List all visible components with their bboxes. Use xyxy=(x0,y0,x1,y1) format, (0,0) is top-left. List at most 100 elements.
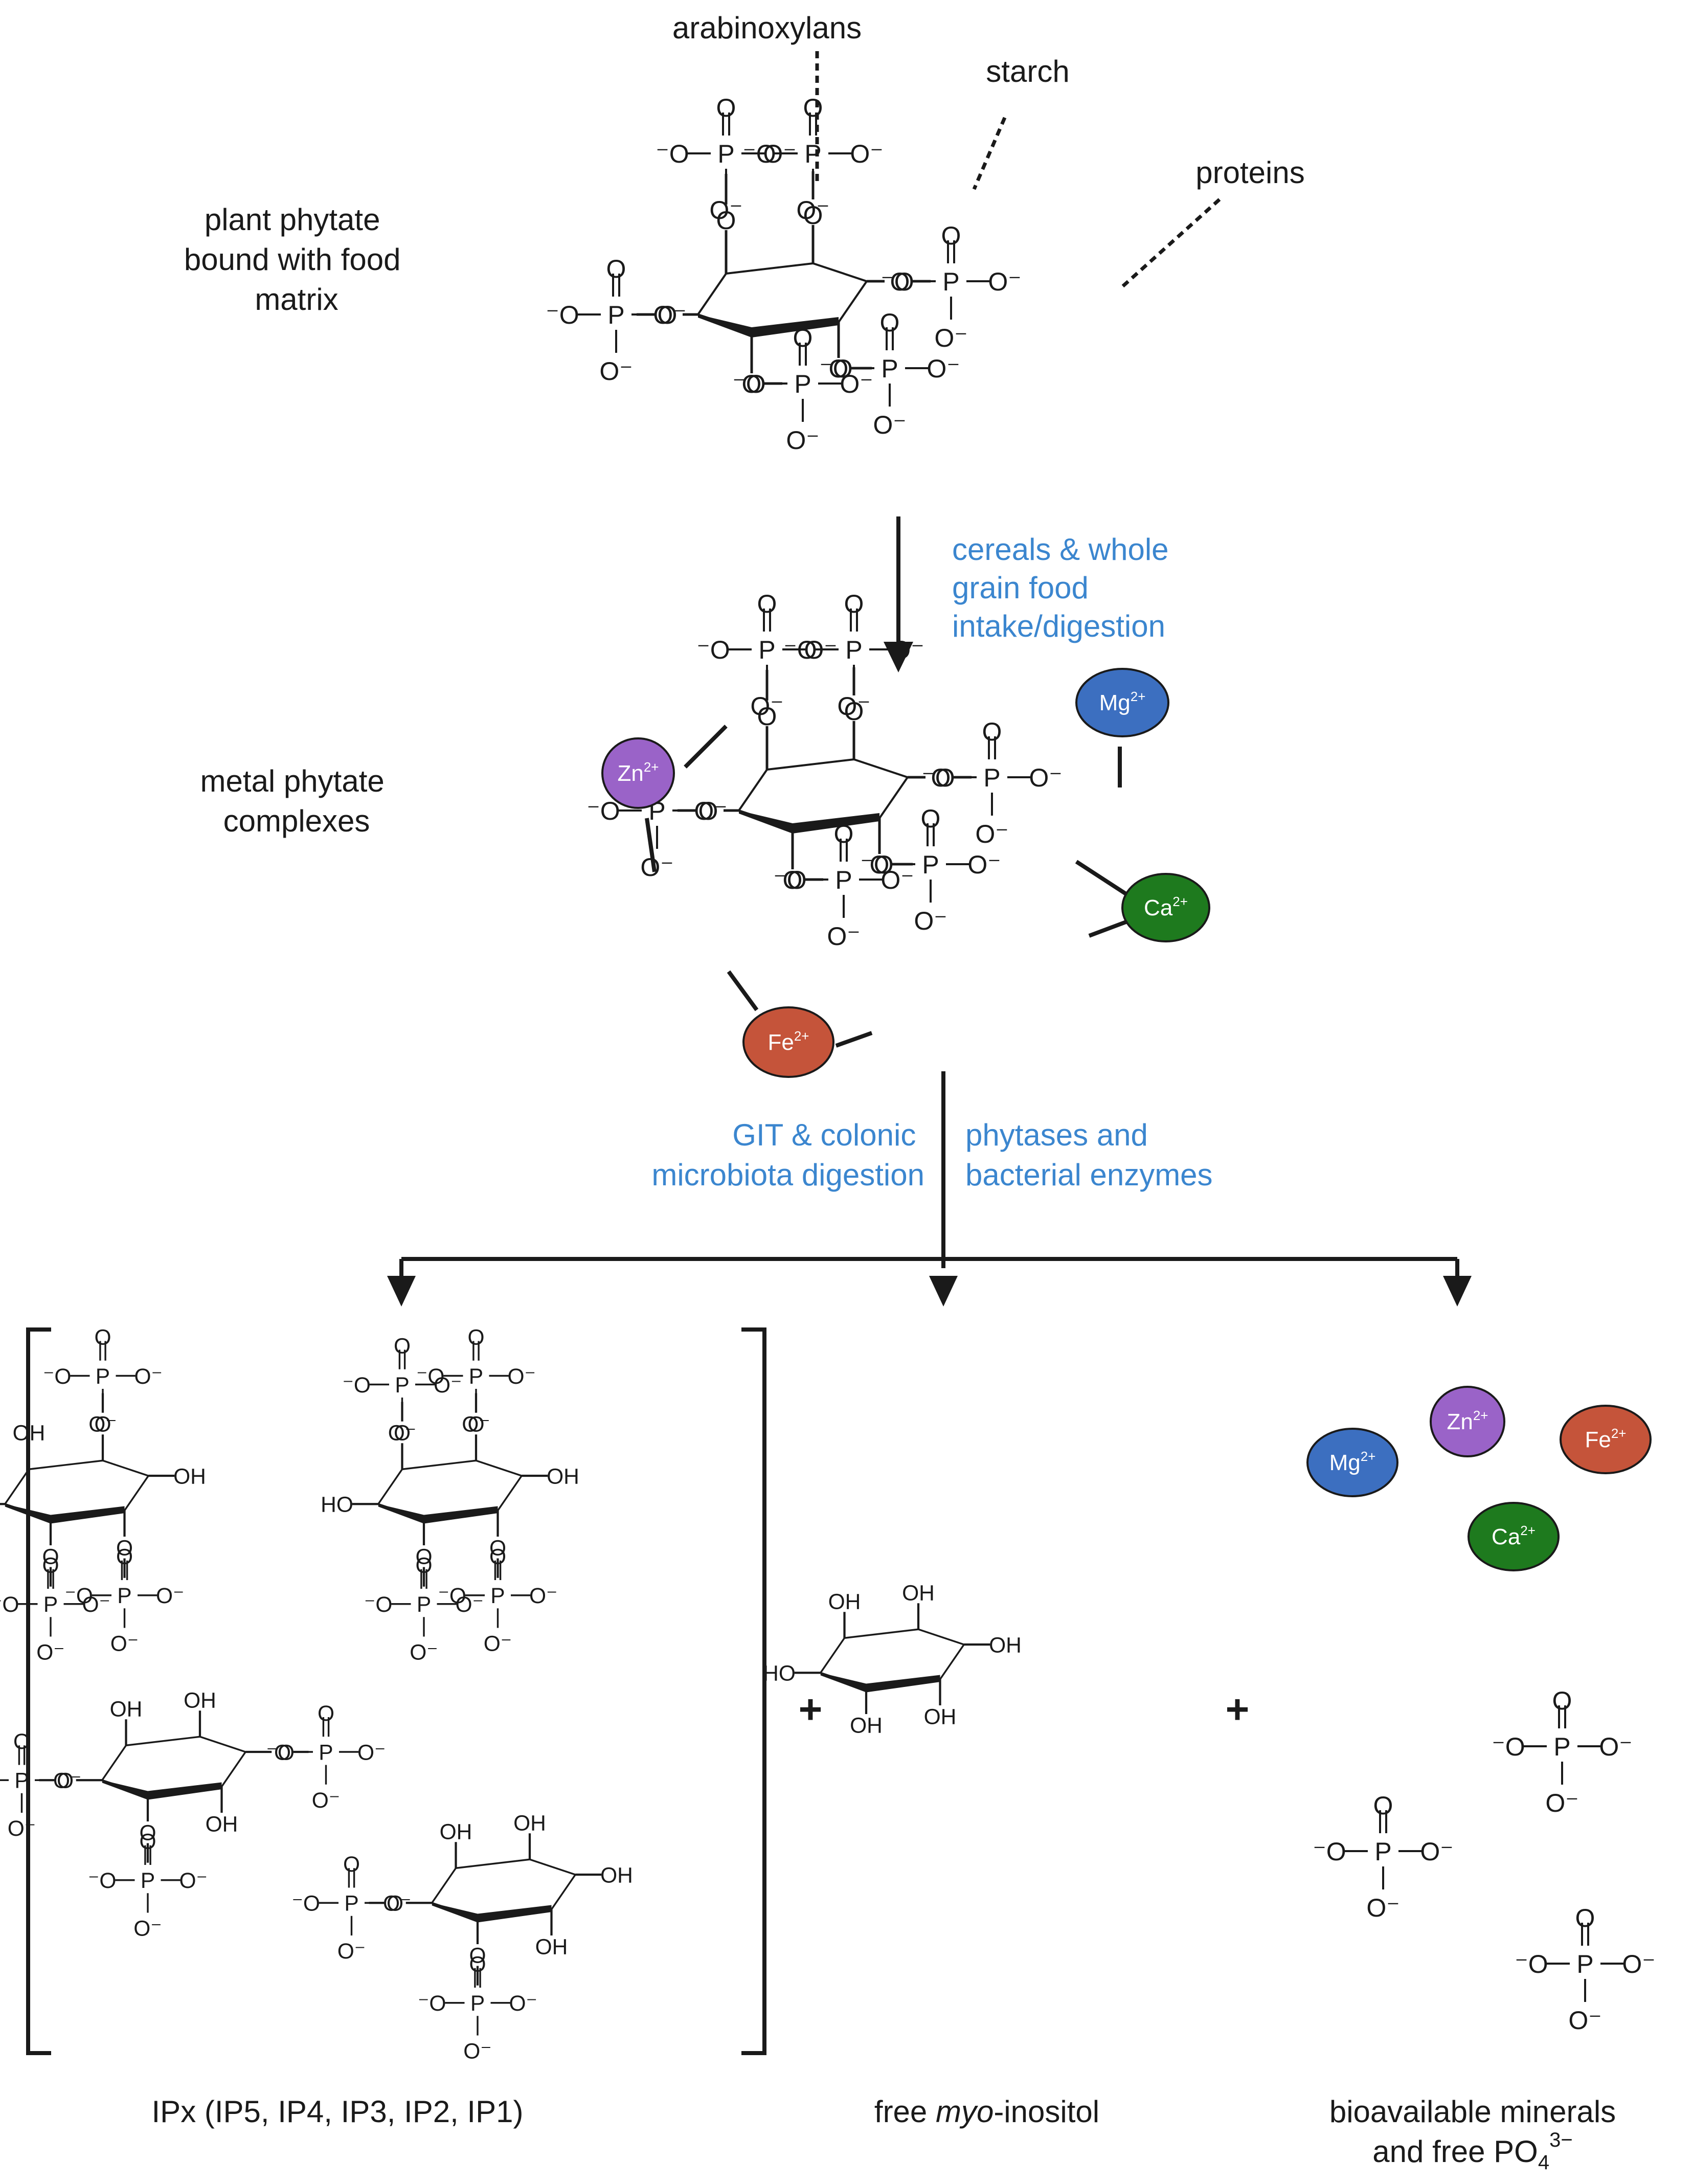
oxygen-anion: O⁻ xyxy=(1622,1950,1655,1978)
hydroxyl-group: OH xyxy=(13,1421,46,1445)
plus-sign-2: + xyxy=(1226,1686,1250,1732)
oxygen-anion: O⁻ xyxy=(462,1412,490,1436)
oxygen-atom: O xyxy=(467,1325,484,1349)
hydroxyl-group: OH xyxy=(924,1705,957,1729)
oxygen-anion: ⁻O xyxy=(881,267,914,296)
oxygen-anion: ⁻O xyxy=(364,1593,393,1617)
oxygen-anion: ⁻O xyxy=(292,1892,321,1916)
phosphorus-atom: P xyxy=(1576,1950,1593,1978)
caption-minerals-line1: bioavailable minerals xyxy=(1329,2095,1616,2129)
phosphorus-atom: P xyxy=(141,1869,155,1893)
oxygen-anion: O⁻ xyxy=(509,1992,538,2016)
svg-text:Zn2+: Zn2+ xyxy=(1447,1408,1488,1434)
oxygen-atom: O xyxy=(941,221,961,250)
hydroxyl-group: HO xyxy=(321,1493,353,1517)
oxygen-atom: O xyxy=(658,301,678,329)
oxygen-anion: ⁻O xyxy=(416,1365,445,1389)
ipx-bracket xyxy=(26,1327,766,2055)
oxygen-atom: O xyxy=(139,1830,156,1854)
oxygen-anion: O⁻ xyxy=(934,324,967,352)
oxygen-anion: ⁻O xyxy=(921,763,955,792)
oxygen-atom: O xyxy=(982,717,1002,746)
oxygen-anion: O⁻ xyxy=(53,1769,82,1793)
oxygen-anion: ⁻O xyxy=(742,140,776,168)
oxygen-atom: O xyxy=(116,1537,133,1561)
ring-front-edge xyxy=(739,810,879,834)
oxygen-atom: O xyxy=(931,763,951,792)
phosphorus-atom: P xyxy=(319,1741,333,1765)
oxygen-anion: O⁻ xyxy=(1545,1789,1578,1817)
ring-front-edge xyxy=(820,1673,940,1693)
phosphorus-atom: P xyxy=(942,267,959,296)
oxygen-anion: O⁻ xyxy=(529,1584,558,1608)
oxygen-anion: O⁻ xyxy=(508,1365,536,1389)
oxygen-anion: O⁻ xyxy=(967,850,1001,879)
oxygen-anion: ⁻O xyxy=(43,1365,72,1389)
oxygen-anion: ⁻O xyxy=(783,636,817,664)
oxygen-anion: ⁻O xyxy=(343,1374,371,1398)
oxygen-anion: O⁻ xyxy=(1568,2006,1601,2035)
oxygen-anion: O⁻ xyxy=(1366,1894,1399,1922)
oxygen-atom: O xyxy=(94,1412,111,1436)
ring-front-edge xyxy=(5,1504,125,1524)
oxygen-anion: O⁻ xyxy=(134,1365,163,1389)
complex-ion-fe: Fe2+ xyxy=(742,1006,834,1078)
oxygen-atom: O xyxy=(870,850,890,879)
oxygen-anion: O⁻ xyxy=(388,1421,417,1445)
plus-sign-1: + xyxy=(799,1686,823,1732)
phosphorus-atom: P xyxy=(469,1365,483,1389)
oxygen-anion: O⁻ xyxy=(383,1892,412,1916)
oxygen-anion: O⁻ xyxy=(840,370,873,398)
hydroxyl-group: OH xyxy=(828,1590,861,1614)
oxygen-atom: O xyxy=(42,1545,59,1569)
oxygen-anion: ⁻O xyxy=(1313,1837,1346,1866)
svg-text:Ca2+: Ca2+ xyxy=(1144,894,1188,920)
oxygen-anion: ⁻O xyxy=(88,1869,117,1893)
svg-text:Mg2+: Mg2+ xyxy=(1099,689,1146,715)
phosphorus-atom: P xyxy=(845,636,862,664)
oxygen-atom: O xyxy=(698,797,718,825)
oxygen-anion: O⁻ xyxy=(434,1374,462,1398)
oxygen-anion: ⁻O xyxy=(418,1992,446,2016)
hydroxyl-group: OH xyxy=(110,1697,143,1721)
oxygen-atom: O xyxy=(387,1892,403,1916)
oxygen-anion: ⁻O xyxy=(819,354,852,383)
svg-text:Zn2+: Zn2+ xyxy=(617,759,659,786)
oxygen-atom: O xyxy=(94,1325,111,1349)
oxygen-atom: O xyxy=(116,1545,133,1569)
oxygen-atom: O xyxy=(844,697,864,726)
phosphorus-atom: P xyxy=(835,866,852,894)
oxygen-anion: ⁻O xyxy=(656,140,689,168)
label-plant-phytate: plant phytate bound with food matrix xyxy=(184,202,409,317)
process-intake: cereals & whole grain food intake/digest… xyxy=(952,532,1177,643)
hydroxyl-group: OH xyxy=(173,1465,206,1489)
hydroxyl-group: OH xyxy=(513,1811,546,1835)
oxygen-atom: O xyxy=(394,1421,411,1445)
free-ion-mg: Mg2+ xyxy=(1306,1428,1398,1497)
oxygen-anion: ⁻O xyxy=(860,850,893,879)
phosphorus-atom: P xyxy=(983,763,1000,792)
oxygen-anion: ⁻O xyxy=(1515,1950,1548,1978)
oxygen-atom: O xyxy=(834,820,854,848)
oxygen-atom: O xyxy=(469,1953,486,1977)
ring-front-edge xyxy=(698,314,839,337)
oxygen-atom: O xyxy=(880,308,900,337)
ring-front-edge xyxy=(432,1903,552,1923)
hydroxyl-group: OH xyxy=(440,1820,472,1844)
phosphorus-atom: P xyxy=(794,370,811,398)
svg-text:Fe2+: Fe2+ xyxy=(1585,1426,1626,1452)
oxygen-atom: O xyxy=(42,1554,59,1578)
phosphorus-atom: P xyxy=(417,1593,431,1617)
oxygen-atom: O xyxy=(716,94,736,122)
phosphorus-atom: P xyxy=(43,1593,58,1617)
oxygen-atom: O xyxy=(139,1821,156,1845)
oxygen-anion: O⁻ xyxy=(881,866,914,894)
oxygen-atom: O xyxy=(803,201,823,230)
phosphorus-atom: P xyxy=(1374,1837,1391,1866)
oxygen-anion: O⁻ xyxy=(1029,763,1062,792)
phosphorus-atom: P xyxy=(117,1584,131,1608)
